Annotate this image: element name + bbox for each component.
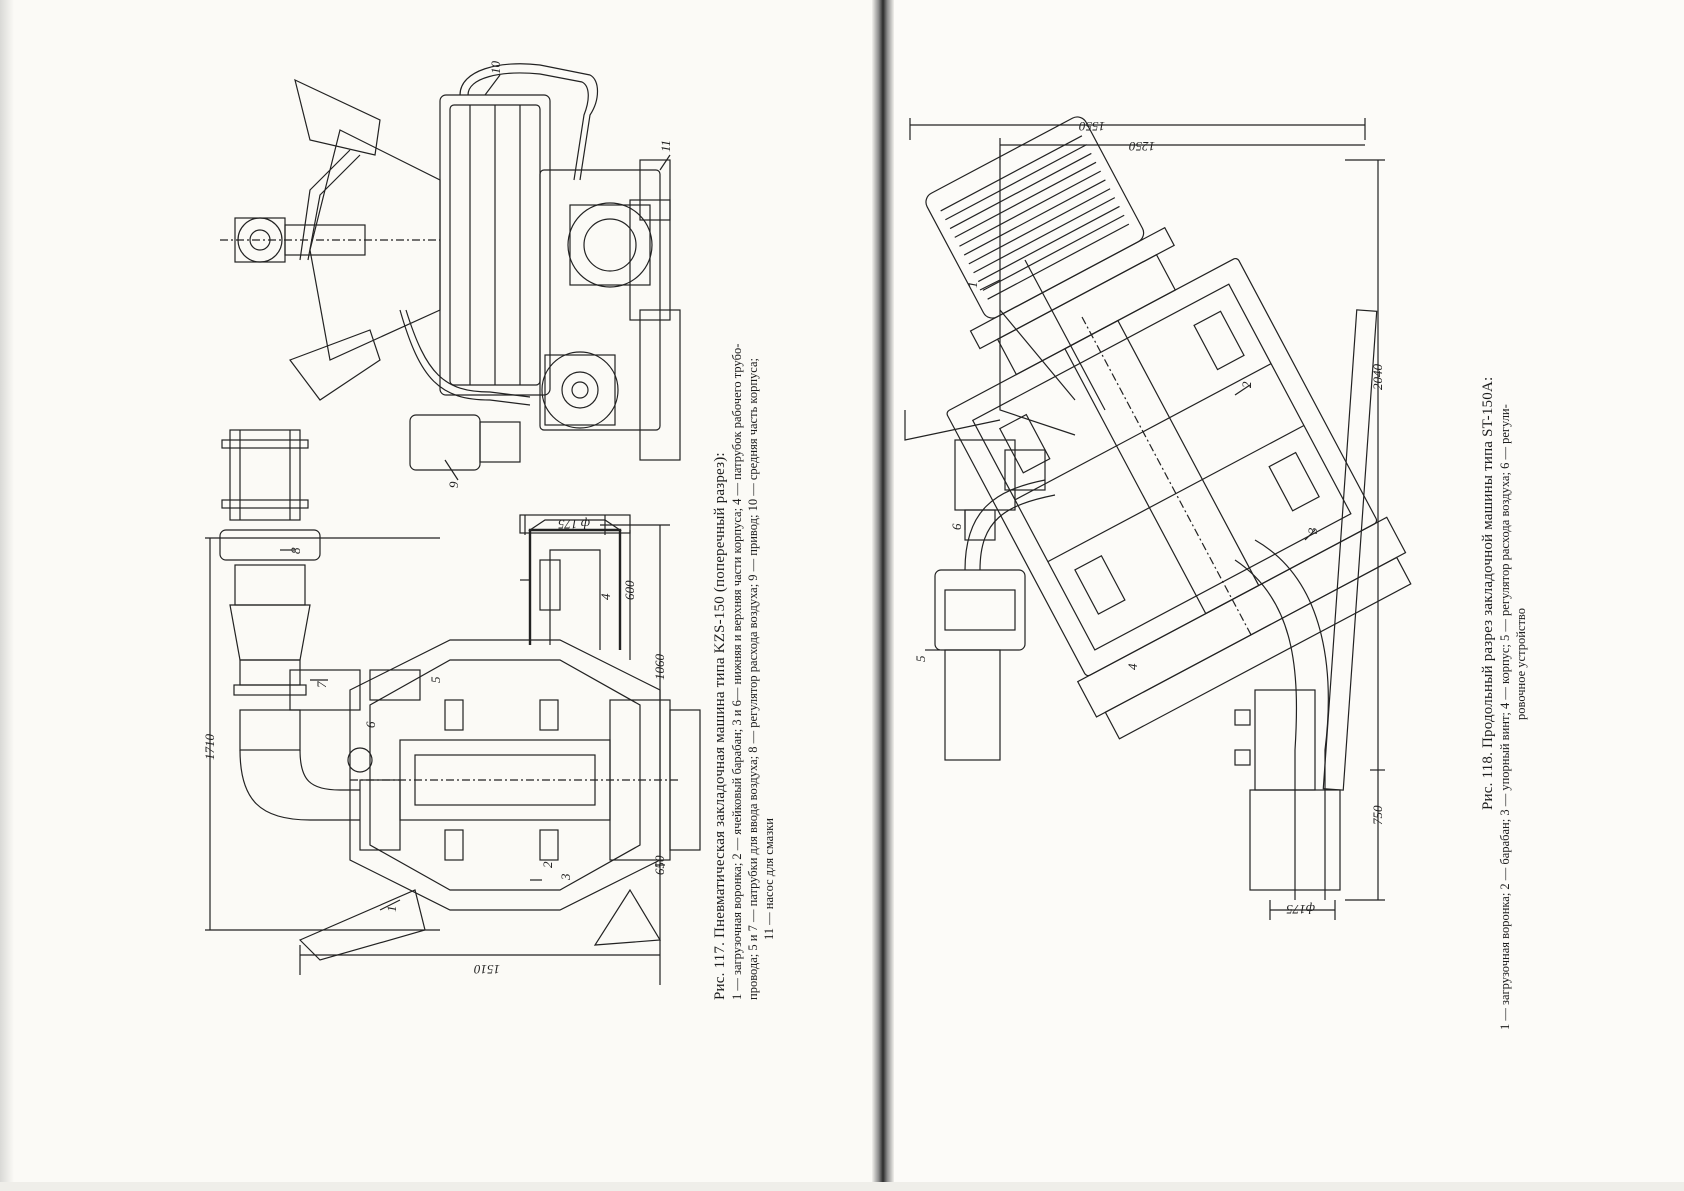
callout-7: 7 (314, 681, 329, 688)
fig118-outlet (1234, 309, 1378, 900)
callout-4: 4 (598, 593, 613, 600)
figure-117-legend-line-1: 1 — загрузочная воронка; 2 — ячейковый б… (730, 343, 744, 1000)
callout-11: 11 (658, 140, 673, 152)
fig117-side-view (220, 63, 681, 471)
dim-1250: 1250 (1129, 139, 1156, 154)
bottom-edge (0, 1182, 1684, 1191)
callout-118-2: 2 (1239, 381, 1254, 388)
figure-118-legend-line-2: ровочное устройство (1514, 608, 1528, 720)
callout-10: 10 (488, 61, 503, 75)
fig118-section-body (925, 116, 1412, 740)
dim-1060: 1060 (652, 654, 667, 681)
dim-600: 600 (622, 580, 637, 600)
callout-118-4: 4 (1125, 663, 1140, 670)
callout-6: 6 (363, 721, 378, 728)
figure-118-drawing: 1550 1250 2040 750 ф175 (904, 116, 1412, 920)
figure-117-drawing: 10 11 9 (202, 61, 701, 985)
figure-118-legend-line-1: 1 — загрузочная воронка; 2 — барабан; 3 … (1498, 404, 1512, 1030)
callout-1: 1 (384, 906, 399, 913)
dim-2040: 2040 (1370, 364, 1385, 391)
callout-118-3: 3 (1305, 527, 1320, 535)
dim-phi175-right: ф175 (1286, 902, 1315, 917)
callout-8: 8 (288, 547, 303, 554)
dim-1550: 1550 (1079, 119, 1106, 134)
fig118-air-regulator (934, 479, 1056, 761)
callout-118-5: 5 (913, 655, 928, 662)
figure-117-title: Рис. 117. Пневматическая закладочная маш… (712, 452, 728, 1000)
callout-118-1: 1 (965, 282, 980, 289)
fig118-callouts: 1 2 3 4 5 6 (913, 279, 1320, 670)
figure-117-legend-line-3: 11 — насос для смазки (762, 818, 776, 940)
motor-fins (940, 135, 1130, 300)
figure-117-caption: Рис. 117. Пневматическая закладочная маш… (712, 70, 777, 1000)
callout-2: 2 (540, 861, 555, 868)
figure-117-legend-line-2: провода; 5 и 7 — патрубки для ввода возд… (746, 358, 760, 1000)
fig117-callouts-side: 10 11 9 (444, 61, 673, 488)
fig117-callouts-section: 8 7 6 5 4 2 3 1 (280, 547, 613, 912)
callout-9: 9 (446, 481, 461, 488)
fig117-cross-section (219, 429, 701, 961)
dim-1710: 1710 (202, 734, 217, 761)
dim-750: 750 (1370, 805, 1385, 825)
fig117-dimensions: 1710 1060 650 1510 600 ф 175 (202, 515, 670, 985)
fig118-dimensions: 1550 1250 2040 750 ф175 (909, 118, 1385, 920)
dim-phi-175-left: ф 175 (558, 517, 590, 532)
dim-1510: 1510 (474, 962, 501, 977)
right-page (885, 0, 1684, 1191)
page-edge-shadow (0, 0, 14, 1191)
fig118-hopper (904, 150, 1106, 441)
book-gutter (872, 0, 894, 1191)
callout-3: 3 (558, 873, 573, 881)
callout-5: 5 (428, 676, 443, 683)
figure-118-title: Рис. 118. Продольный разрез закладочной … (1480, 376, 1496, 810)
figure-118-caption: Рис. 118. Продольный разрез закладочной … (1480, 70, 1529, 1030)
callout-118-6: 6 (949, 523, 964, 530)
